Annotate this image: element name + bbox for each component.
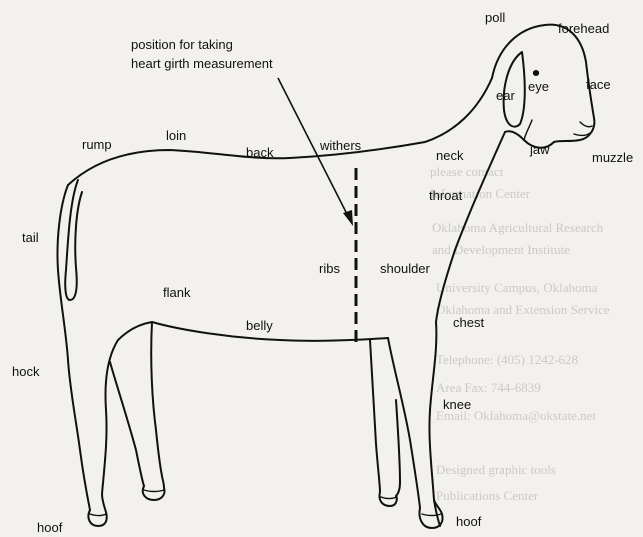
topline: [68, 78, 492, 185]
label-ribs: ribs: [319, 261, 340, 276]
label-hock: hock: [12, 364, 40, 379]
label-hoof-front: hoof: [456, 514, 482, 529]
label-rump: rump: [82, 137, 112, 152]
mouth: [574, 122, 592, 135]
label-throat: throat: [429, 188, 463, 203]
label-eye: eye: [528, 79, 549, 94]
label-knee: knee: [443, 397, 471, 412]
bg-line-11: Publications Center: [436, 488, 539, 503]
label-belly: belly: [246, 318, 273, 333]
front-leg-far-front: [396, 400, 400, 496]
rear-hoof-near-line: [90, 514, 106, 516]
eye-dot: [533, 70, 539, 76]
rear-hoof-far: [143, 476, 165, 500]
label-withers: withers: [319, 138, 362, 153]
label-face: face: [586, 77, 611, 92]
bg-line-7: Telephone: (405) 1242-628: [436, 352, 578, 367]
label-chest: chest: [453, 315, 484, 330]
tail: [65, 180, 82, 300]
annotation-line-1: position for taking: [131, 37, 233, 52]
label-shoulder: shoulder: [380, 261, 431, 276]
bg-line-5: University Campus, Oklahoma: [436, 280, 598, 295]
annotation-line-2: heart girth measurement: [131, 56, 273, 71]
rear-leg-near-front: [102, 322, 152, 494]
label-hoof-rear: hoof: [37, 520, 63, 535]
arrow-head: [343, 210, 353, 226]
rear-hoof-near: [88, 494, 106, 526]
rear-leg-far-front: [151, 322, 162, 476]
jaw-line: [524, 120, 532, 140]
front-leg-near-back: [388, 338, 420, 508]
rear-hoof-far-line: [144, 490, 164, 492]
label-ear: ear: [496, 88, 515, 103]
label-tail: tail: [22, 230, 39, 245]
label-flank: flank: [163, 285, 191, 300]
background-bleed-text: please contact Information Center Oklaho…: [430, 164, 610, 503]
label-muzzle: muzzle: [592, 150, 633, 165]
rear-leg-far: [110, 362, 144, 486]
front-hoof-near-line: [422, 514, 441, 516]
label-jaw: jaw: [529, 142, 550, 157]
bg-line-1: please contact: [430, 164, 504, 179]
label-loin: loin: [166, 128, 186, 143]
label-poll: poll: [485, 10, 505, 25]
bg-line-3: Oklahoma Agricultural Research: [432, 220, 604, 235]
label-back: back: [246, 145, 274, 160]
front-hoof-far-line: [381, 497, 397, 499]
label-forehead: forehead: [558, 21, 609, 36]
front-leg-far: [370, 340, 380, 492]
bg-line-8: Area Fax: 744-6839: [436, 380, 541, 395]
label-neck: neck: [436, 148, 464, 163]
rear-thigh: [57, 185, 90, 510]
bg-line-10: Designed graphic tools: [436, 462, 556, 477]
